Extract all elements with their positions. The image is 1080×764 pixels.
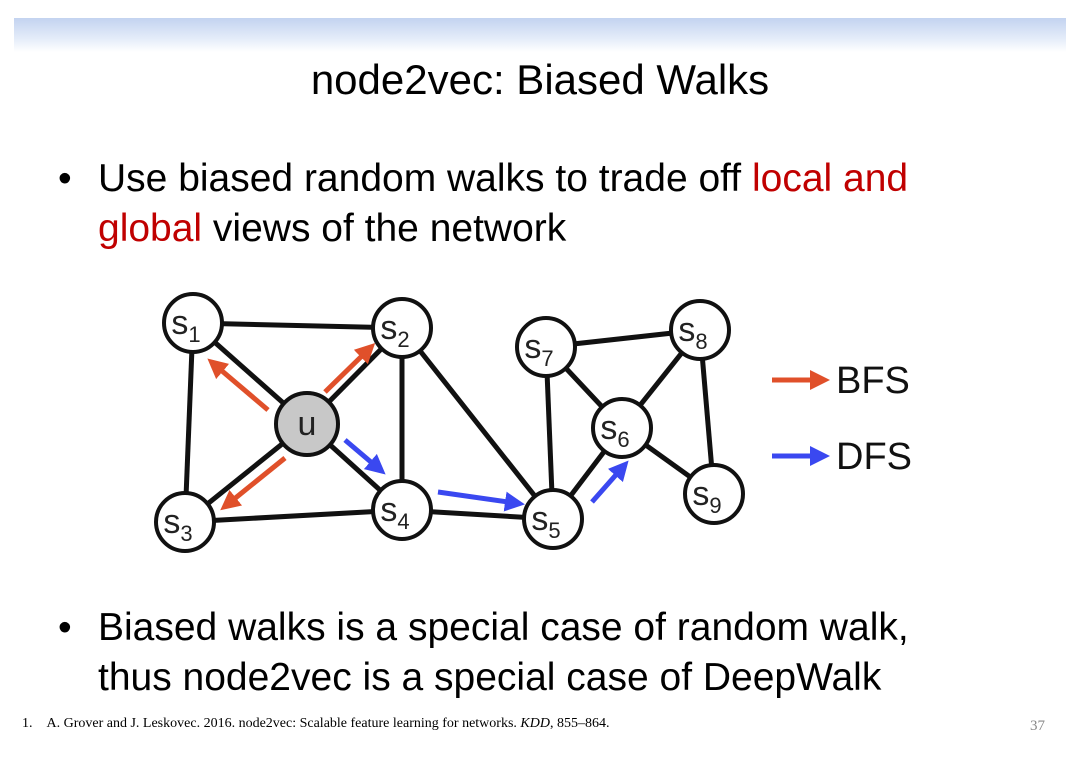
node-u: u xyxy=(274,391,340,457)
bfs-arrow-u-to-s3 xyxy=(220,456,287,511)
header-gradient-band xyxy=(14,18,1066,52)
node-s8: s8 xyxy=(669,299,731,361)
node-circle-s3 xyxy=(154,491,216,553)
legend-bfs-label: BFS xyxy=(836,360,910,402)
node-s4: s4 xyxy=(371,479,433,541)
legend: BFS DFS xyxy=(772,360,912,478)
dfs-arrow-s4-to-s5 xyxy=(437,489,525,512)
footnote-citation: 1.A. Grover and J. Leskovec. 2016. node2… xyxy=(22,716,610,731)
node-s6: s6 xyxy=(591,397,653,459)
node-label-s9: s9 xyxy=(692,475,721,518)
node-circle-s7 xyxy=(515,316,577,378)
edge-s2-s5 xyxy=(400,326,555,521)
node-s1: s1 xyxy=(162,292,224,354)
edge-s1-s3 xyxy=(182,322,196,523)
dfs-arrow-u-to-s4 xyxy=(343,438,386,475)
bullet-1-line-2: global views of the network xyxy=(98,207,567,250)
node-s2: s2 xyxy=(371,297,433,359)
bullet-1-line-1: Use biased random walks to trade off loc… xyxy=(98,157,909,200)
node-circle-s8 xyxy=(669,299,731,361)
edge-s3-s4 xyxy=(184,507,403,525)
node-circle-u xyxy=(274,391,340,457)
highlight-local-and: local and xyxy=(751,157,909,200)
node-circle-s4 xyxy=(371,479,433,541)
bullet-dot: • xyxy=(58,157,72,200)
node-s7: s7 xyxy=(515,316,577,378)
node-label-u: u xyxy=(298,405,317,443)
bullet-2-line-1: Biased walks is a special case of random… xyxy=(98,606,909,649)
edge-s1-s2 xyxy=(192,320,403,331)
bullet-dot: • xyxy=(58,606,72,649)
bfs-arrow-u-to-s2 xyxy=(323,343,376,394)
footnote-number: 1. xyxy=(22,716,33,731)
footnote-venue: KDD xyxy=(520,716,550,731)
node-s5: s5 xyxy=(522,488,584,550)
highlight-global: global xyxy=(98,207,203,250)
dfs-walk-arrows xyxy=(343,438,629,512)
slide-title: node2vec: Biased Walks xyxy=(310,56,770,103)
node-s9: s9 xyxy=(683,463,745,525)
page-number: 37 xyxy=(1030,718,1045,734)
node-circle-s9 xyxy=(683,463,745,525)
bfs-walk-arrows xyxy=(207,343,376,511)
node-label-s4: s4 xyxy=(380,491,409,534)
bullet-2-line-2: thus node2vec is a special case of DeepW… xyxy=(98,656,882,699)
node-circle-s1 xyxy=(162,292,224,354)
legend-dfs-label: DFS xyxy=(836,436,912,478)
node-s3: s3 xyxy=(154,491,216,553)
node-circle-s6 xyxy=(591,397,653,459)
node-circle-s2 xyxy=(371,297,433,359)
dfs-arrow-s5-to-s6 xyxy=(590,460,629,504)
node-circle-s5 xyxy=(522,488,584,550)
bfs-arrow-u-to-s1 xyxy=(207,358,270,412)
